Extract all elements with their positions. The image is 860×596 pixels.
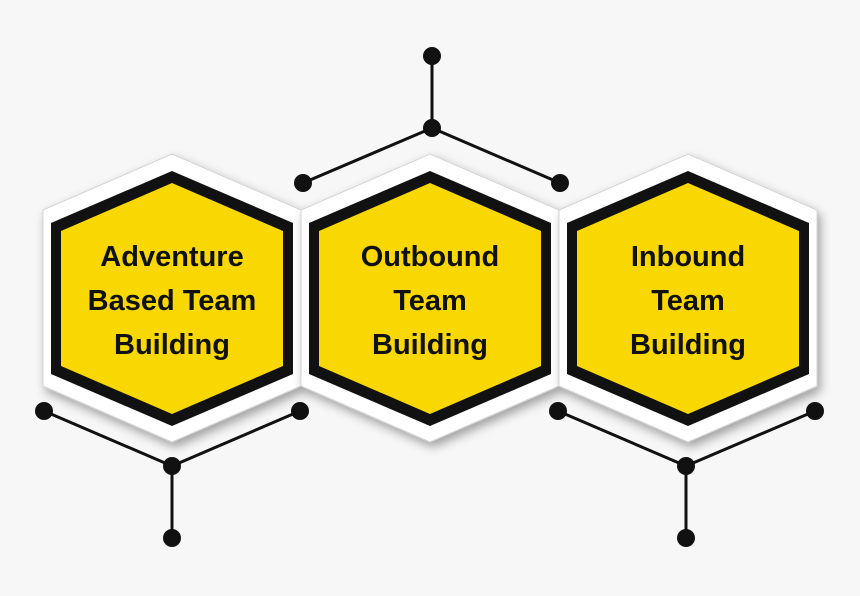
node-dot [806, 402, 824, 420]
hexagon-outbound [300, 153, 560, 443]
label-line: Team [651, 285, 725, 317]
node-dot [549, 402, 567, 420]
label-line: Building [372, 329, 488, 361]
label-line: Team [393, 285, 467, 317]
label-line: Inbound [630, 241, 746, 273]
node-dot [677, 529, 695, 547]
connector-top [302, 56, 561, 185]
hexagon-label-outbound: Outbound Team Building [330, 235, 530, 367]
node-dot [163, 457, 181, 475]
label-line: Building [630, 329, 746, 361]
hexagon-inbound [558, 153, 818, 443]
node-dot [551, 174, 569, 192]
hexagon-label-inbound: Inbound Team Building [588, 235, 788, 367]
node-dot [423, 47, 441, 65]
label-line: Adventure [100, 241, 244, 273]
hexagon-label-adventure: Adventure Based Team Building [72, 235, 272, 367]
node-dot [423, 119, 441, 137]
label-line: Outbound [360, 241, 500, 273]
node-dot [35, 402, 53, 420]
node-dot [294, 174, 312, 192]
node-dot [677, 457, 695, 475]
label-line: Building [114, 329, 230, 361]
label-line: Based Team [87, 285, 257, 317]
connector-bottom-right [557, 409, 816, 538]
hexagon-adventure [42, 153, 302, 443]
node-dot [291, 402, 309, 420]
node-dot [163, 529, 181, 547]
connector-bottom-left [43, 409, 301, 538]
